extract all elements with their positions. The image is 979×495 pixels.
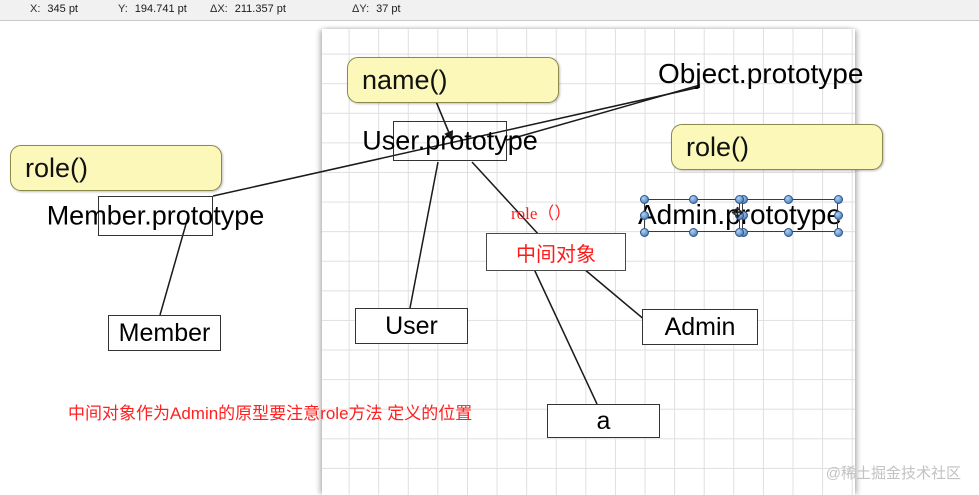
node-user-label: User (385, 311, 438, 340)
coordinate-value-delta-y: 37 pt (376, 3, 401, 15)
coordinate-toolbar: X: 345 pt Y: 194.741 pt ΔX: 211.357 pt ΔY: 3… (0, 0, 979, 21)
selection-handle-nw[interactable] (639, 194, 649, 204)
selection2-handle-w[interactable] (734, 211, 744, 220)
selection-handle-sw[interactable] (639, 227, 649, 237)
node-intermediate-object[interactable]: 中间对象 (486, 233, 626, 271)
coordinate-label-x: X: (30, 3, 41, 15)
node-member[interactable]: Member (108, 315, 221, 351)
selection2-handle-n[interactable] (784, 194, 793, 204)
coordinate-value-delta-x: 211.357 pt (234, 3, 286, 15)
coordinate-label-delta-x: ΔX: (210, 3, 228, 15)
selection2-handle-sw[interactable] (734, 227, 744, 237)
node-user-prototype[interactable]: User.prototype (362, 121, 538, 161)
diagram-page: role() name() role() Object.prototype Us… (0, 21, 979, 495)
watermark: @稀土掘金技术社区 (826, 462, 961, 483)
callout-role-left[interactable]: role() (10, 145, 222, 191)
selection-handle-n[interactable] (689, 194, 698, 204)
callout-role-left-label: role() (25, 152, 89, 183)
node-a-label: a (596, 406, 611, 435)
node-a[interactable]: a (547, 404, 660, 438)
coordinate-value-x: 345 pt (47, 3, 78, 15)
node-member-prototype[interactable]: Member.prototype (47, 196, 264, 236)
label-role-red-text: role（） (511, 204, 572, 223)
coordinate-field-y: Y: 194.741 pt (118, 3, 187, 15)
node-intermediate-object-label: 中间对象 (516, 243, 596, 266)
coordinate-value-y: 194.741 pt (134, 3, 187, 15)
label-object-prototype[interactable]: Object.prototype (658, 58, 863, 90)
node-user-prototype-label: User.prototype (362, 125, 538, 156)
callout-role-right-label: role() (686, 131, 750, 162)
node-member-prototype-label: Member.prototype (46, 200, 265, 231)
annotation-note[interactable]: 中间对象作为Admin的原型要注意role方法 定义的位置 (68, 399, 472, 424)
annotation-note-text: 中间对象作为Admin的原型要注意role方法 定义的位置 (68, 404, 473, 423)
coordinate-field-delta-x: ΔX: 211.357 pt (210, 3, 286, 15)
callout-name[interactable]: name() (347, 57, 559, 103)
selection-handle-s[interactable] (689, 227, 698, 237)
node-user[interactable]: User (355, 308, 468, 344)
selection2-handle-nw[interactable] (734, 194, 744, 204)
node-admin-label: Admin (664, 312, 736, 341)
selection2-handle-s[interactable] (784, 227, 793, 237)
label-role-red[interactable]: role（） (511, 199, 571, 224)
selection2-handle-e[interactable] (833, 211, 843, 220)
selection2-handle-ne[interactable] (833, 194, 843, 204)
move-cursor-icon: ✥ (731, 205, 744, 222)
coordinate-label-delta-y: ΔY: (352, 3, 370, 15)
node-admin[interactable]: Admin (642, 309, 758, 345)
coordinate-field-x: X: 345 pt (30, 3, 78, 15)
callout-role-right[interactable]: role() (671, 124, 883, 170)
coordinate-label-y: Y: (118, 3, 128, 15)
node-member-label: Member (118, 318, 211, 347)
label-object-prototype-text: Object.prototype (658, 58, 864, 89)
selection2-handle-se[interactable] (833, 227, 843, 237)
selection-handle-w[interactable] (639, 211, 649, 220)
coordinate-field-delta-y: ΔY: 37 pt (352, 3, 401, 15)
watermark-text: @稀土掘金技术社区 (825, 465, 961, 482)
callout-name-label: name() (362, 64, 448, 95)
